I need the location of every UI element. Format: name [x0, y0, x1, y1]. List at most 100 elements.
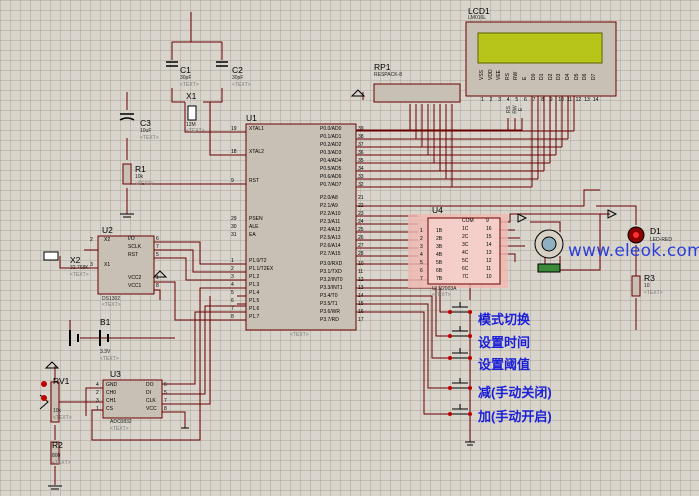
c1-value: 30pF: [180, 75, 192, 81]
c2-text: <TEXT>: [232, 82, 251, 88]
u1-pin-number: 7: [231, 306, 234, 312]
u4-pin-number: 11: [486, 266, 492, 272]
u3-pin-number: 7: [164, 398, 167, 404]
u4-pin-number: 1: [420, 228, 423, 234]
u4-pin-name: 7B: [436, 276, 443, 282]
u1-pin-number: 30: [231, 224, 237, 230]
u1-pin-name: XTAL1: [249, 126, 264, 132]
u2-pin-number: 3: [90, 262, 93, 268]
lcd-pin-label: D2: [547, 73, 554, 80]
u2-pin-number: 2: [90, 237, 93, 243]
u3-pin-name: DO: [146, 382, 154, 388]
u3-pin-number: 4: [96, 382, 99, 388]
u1-pin-name: P0.6/AD6: [320, 174, 342, 180]
u1-text: <TEXT>: [290, 332, 309, 338]
u1-pin-number: 15: [358, 301, 364, 307]
u1-pin-number: 17: [358, 317, 364, 323]
u1-pin-number: 18: [231, 149, 237, 155]
u1-pin-number: 39: [358, 126, 364, 132]
u4-pin-name: 7C: [462, 274, 469, 280]
u1-pin-name: ALE: [249, 224, 259, 230]
u4-pin-name: 2B: [436, 236, 443, 242]
u4-pin-number: 15: [486, 234, 492, 240]
u2-pin-name: SCLK: [128, 244, 142, 250]
rv1-text: <TEXT>: [53, 415, 72, 421]
u1-ref: U1: [246, 113, 257, 123]
r3-text: <TEXT>: [644, 290, 663, 296]
lcd-pin-number: 11: [567, 97, 573, 103]
lcd-pin-number: 12: [575, 97, 582, 103]
u3-pin-number: 6: [164, 382, 167, 388]
c2-ref: C2: [232, 65, 243, 75]
u4-pin-number: 14: [486, 242, 492, 248]
u1-pin-name: P3.4/T0: [320, 293, 338, 299]
u3-pin-number: 2: [96, 390, 99, 396]
u4-pin-number: 4: [420, 252, 423, 258]
lcd-pin-number: 2: [489, 97, 493, 103]
u2-pin-name: RST: [128, 252, 138, 258]
u1-pin-number: 2: [231, 266, 234, 272]
u1-pin-name: P1.1/T2EX: [249, 266, 274, 272]
c2-value: 30pF: [232, 75, 244, 81]
u1-pin-name: P1.2: [249, 274, 260, 280]
r3-ref: R3: [644, 273, 655, 283]
rp1-part: RESPACK-8: [374, 72, 402, 78]
u1-pin-number: 6: [231, 298, 234, 304]
u1-pin-number: 19: [231, 126, 237, 132]
u4-pin-name: 6B: [436, 268, 443, 274]
b1-value: 3.3V: [100, 349, 111, 355]
u2-pin-number: 5: [156, 252, 159, 258]
lcd-pin-number: 3: [498, 97, 501, 103]
u1-pin-name: P3.1/TXD: [320, 269, 342, 275]
lcd-pin-number: 9: [549, 97, 553, 103]
u3-pin-name: GND: [106, 382, 118, 388]
u1-pin-number: 37: [358, 142, 364, 148]
u1-pin-number: 14: [358, 293, 364, 299]
u2-pin-number: 1: [156, 275, 159, 281]
u2-pin-name: VCC2: [128, 275, 142, 281]
x1-value: 12M: [186, 122, 196, 128]
d1-part: LED-RED: [650, 237, 672, 243]
u1-pin-name: P0.4/AD4: [320, 158, 342, 164]
u2-part: DS1302: [102, 296, 121, 302]
lcd-pin-number: 5: [515, 97, 519, 103]
lcd-e-net: E: [518, 107, 525, 112]
u4-pin-number: 2: [420, 236, 423, 242]
u1-pin-number: 10: [358, 261, 364, 267]
u1-pin-name: P1.3: [249, 282, 260, 288]
u3-ref: U3: [110, 369, 121, 379]
u1-pin-number: 36: [358, 150, 364, 156]
u1-pin-name: P3.6/WR: [320, 309, 341, 315]
u1-pin-number: 32: [358, 182, 364, 188]
u1-pin-number: 13: [358, 285, 364, 291]
b1-ref: B1: [100, 317, 111, 327]
lcd-pin-number: 8: [541, 97, 544, 103]
u4-pin-name: 2C: [462, 234, 469, 240]
u1-pin-name: P0.7/AD7: [320, 182, 342, 188]
u4-pin-number: 5: [420, 260, 423, 266]
r1-value: 10k: [135, 174, 144, 180]
u1-pin-number: 35: [358, 158, 364, 164]
u1-pin-number: 16: [358, 309, 364, 315]
u2-pin-name: X1: [104, 262, 111, 268]
lcd-pin-label: VDD: [487, 69, 494, 80]
lcd-pin-label: RS: [504, 73, 511, 80]
u1-pin-name: P0.0/AD0: [320, 126, 342, 132]
u1-pin-name: P0.5/AD5: [320, 166, 342, 172]
u1-pin-number: 24: [358, 219, 364, 225]
lcd-pin-label: E: [522, 76, 528, 80]
u1-pin-name: P3.3/INT1: [320, 285, 343, 291]
u1-pin-number: 5: [231, 290, 234, 296]
u1-pin-name: P2.2/A10: [320, 211, 341, 217]
u1-pin-name: P1.6: [249, 306, 260, 312]
lcd-pin-label: D7: [590, 73, 597, 80]
u1-pin-number: 12: [358, 277, 364, 283]
u4-pin-number: 13: [486, 250, 492, 256]
button-label-decrease: 减(手动关闭): [478, 385, 552, 400]
u4-text: <TEXT>: [432, 292, 451, 298]
u1-pin-name: P1.5: [249, 298, 260, 304]
u1-pin-number: 3: [231, 274, 234, 280]
x2-ref: X2: [70, 255, 81, 265]
u3-pin-name: VCC: [146, 406, 157, 412]
r2-text: <TEXT>: [52, 460, 71, 466]
